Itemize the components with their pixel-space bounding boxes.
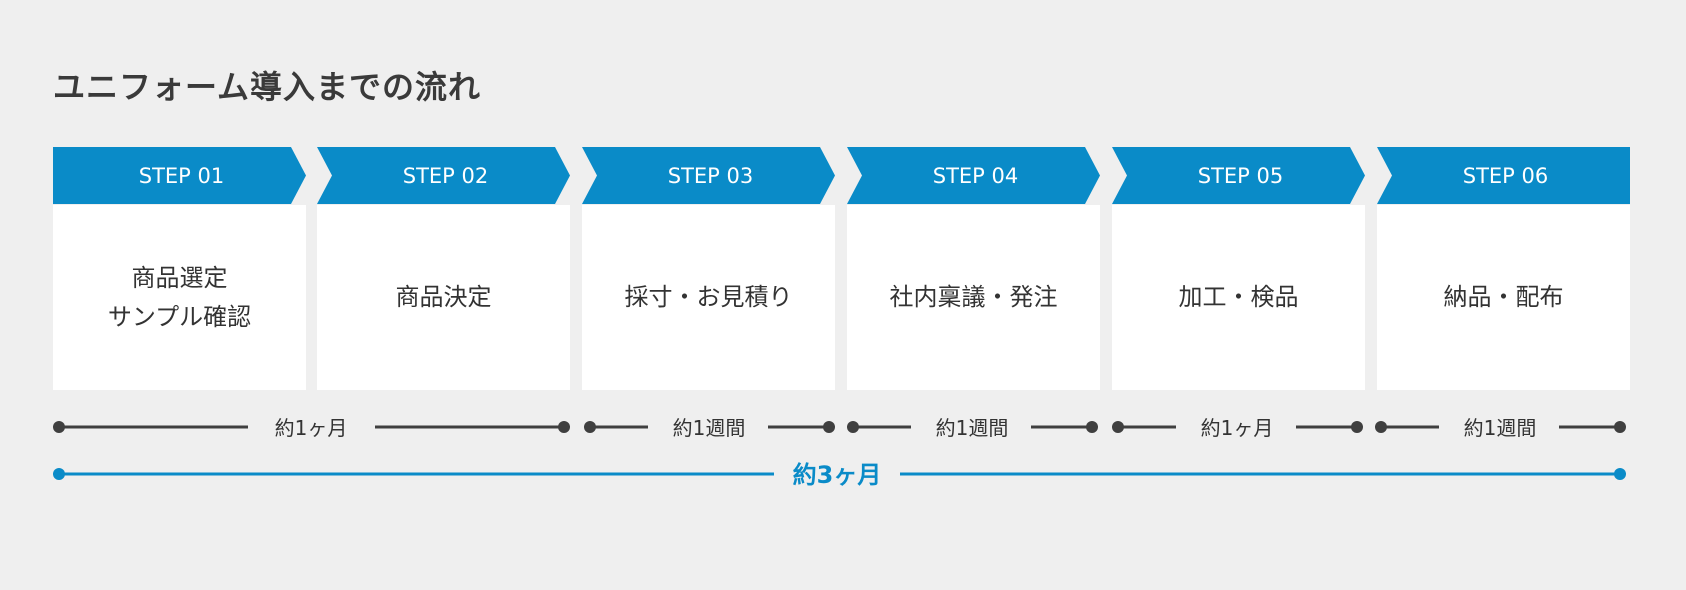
- step-3-header: STEP 03: [582, 147, 835, 204]
- duration-2-start-dot: [584, 421, 596, 433]
- step-6-label: STEP 06: [1462, 163, 1549, 188]
- step-5: STEP 05 加工・検品: [1112, 147, 1365, 390]
- step-4: STEP 04 社内稟議・発注: [847, 147, 1100, 390]
- duration-1-end-dot: [558, 421, 570, 433]
- step-3-title: 採寸・お見積り: [624, 283, 793, 312]
- step-1-header: STEP 01: [53, 147, 306, 204]
- duration-1-start-dot: [53, 421, 65, 433]
- duration-5-label: 約1週間: [1464, 416, 1537, 440]
- step-6: STEP 06 納品・配布: [1377, 147, 1630, 390]
- step-1: STEP 01 商品選定 サンプル確認: [53, 147, 306, 390]
- step-4-card: 社内稟議・発注: [847, 205, 1100, 390]
- duration-2-end-dot: [823, 421, 835, 433]
- step-2-label: STEP 02: [402, 163, 489, 188]
- total-label: 約3ヶ月: [793, 461, 882, 489]
- duration-3-label: 約1週間: [936, 416, 1009, 440]
- duration-1-label: 約1ヶ月: [275, 416, 348, 440]
- duration-5: 約1週間: [1375, 416, 1626, 440]
- step-2-title: 商品決定: [395, 283, 492, 312]
- duration-3-start-dot: [847, 421, 859, 433]
- step-2: STEP 02 商品決定: [317, 147, 570, 390]
- step-6-title: 納品・配布: [1443, 283, 1564, 312]
- total-duration: 約3ヶ月: [53, 461, 1626, 489]
- total-start-dot: [53, 468, 65, 480]
- duration-3: 約1週間: [847, 416, 1098, 440]
- duration-5-start-dot: [1375, 421, 1387, 433]
- duration-4: 約1ヶ月: [1112, 416, 1363, 440]
- step-2-header: STEP 02: [317, 147, 570, 204]
- step-6-header: STEP 06: [1377, 147, 1630, 204]
- duration-4-start-dot: [1112, 421, 1124, 433]
- step-1-title: 商品選定 サンプル確認: [107, 264, 252, 331]
- step-4-label: STEP 04: [932, 163, 1019, 188]
- step-4-title: 社内稟議・発注: [889, 283, 1058, 312]
- step-3: STEP 03 採寸・お見積り: [582, 147, 835, 390]
- step-3-card: 採寸・お見積り: [582, 205, 835, 390]
- page-title: ユニフォーム導入までの流れ: [53, 68, 482, 106]
- step-5-label: STEP 05: [1197, 163, 1284, 188]
- timeline: 約1ヶ月 約1週間 約1週間 約1ヶ月 約1週間 約3ヶ月: [53, 416, 1626, 489]
- duration-3-end-dot: [1086, 421, 1098, 433]
- step-5-header: STEP 05: [1112, 147, 1365, 204]
- step-5-card: 加工・検品: [1112, 205, 1365, 390]
- duration-2-label: 約1週間: [673, 416, 746, 440]
- step-5-title: 加工・検品: [1178, 283, 1299, 312]
- duration-4-end-dot: [1351, 421, 1363, 433]
- step-1-label: STEP 01: [138, 163, 225, 188]
- duration-1: 約1ヶ月: [53, 416, 570, 440]
- step-4-header: STEP 04: [847, 147, 1100, 204]
- steps-flow: STEP 01 商品選定 サンプル確認 STEP 02 商品決定 STEP 03…: [53, 147, 1630, 390]
- step-1-card: 商品選定 サンプル確認: [53, 205, 306, 390]
- duration-2: 約1週間: [584, 416, 835, 440]
- step-6-card: 納品・配布: [1377, 205, 1630, 390]
- step-3-label: STEP 03: [667, 163, 754, 188]
- duration-4-label: 約1ヶ月: [1201, 416, 1274, 440]
- total-end-dot: [1614, 468, 1626, 480]
- step-2-card: 商品決定: [317, 205, 570, 390]
- duration-5-end-dot: [1614, 421, 1626, 433]
